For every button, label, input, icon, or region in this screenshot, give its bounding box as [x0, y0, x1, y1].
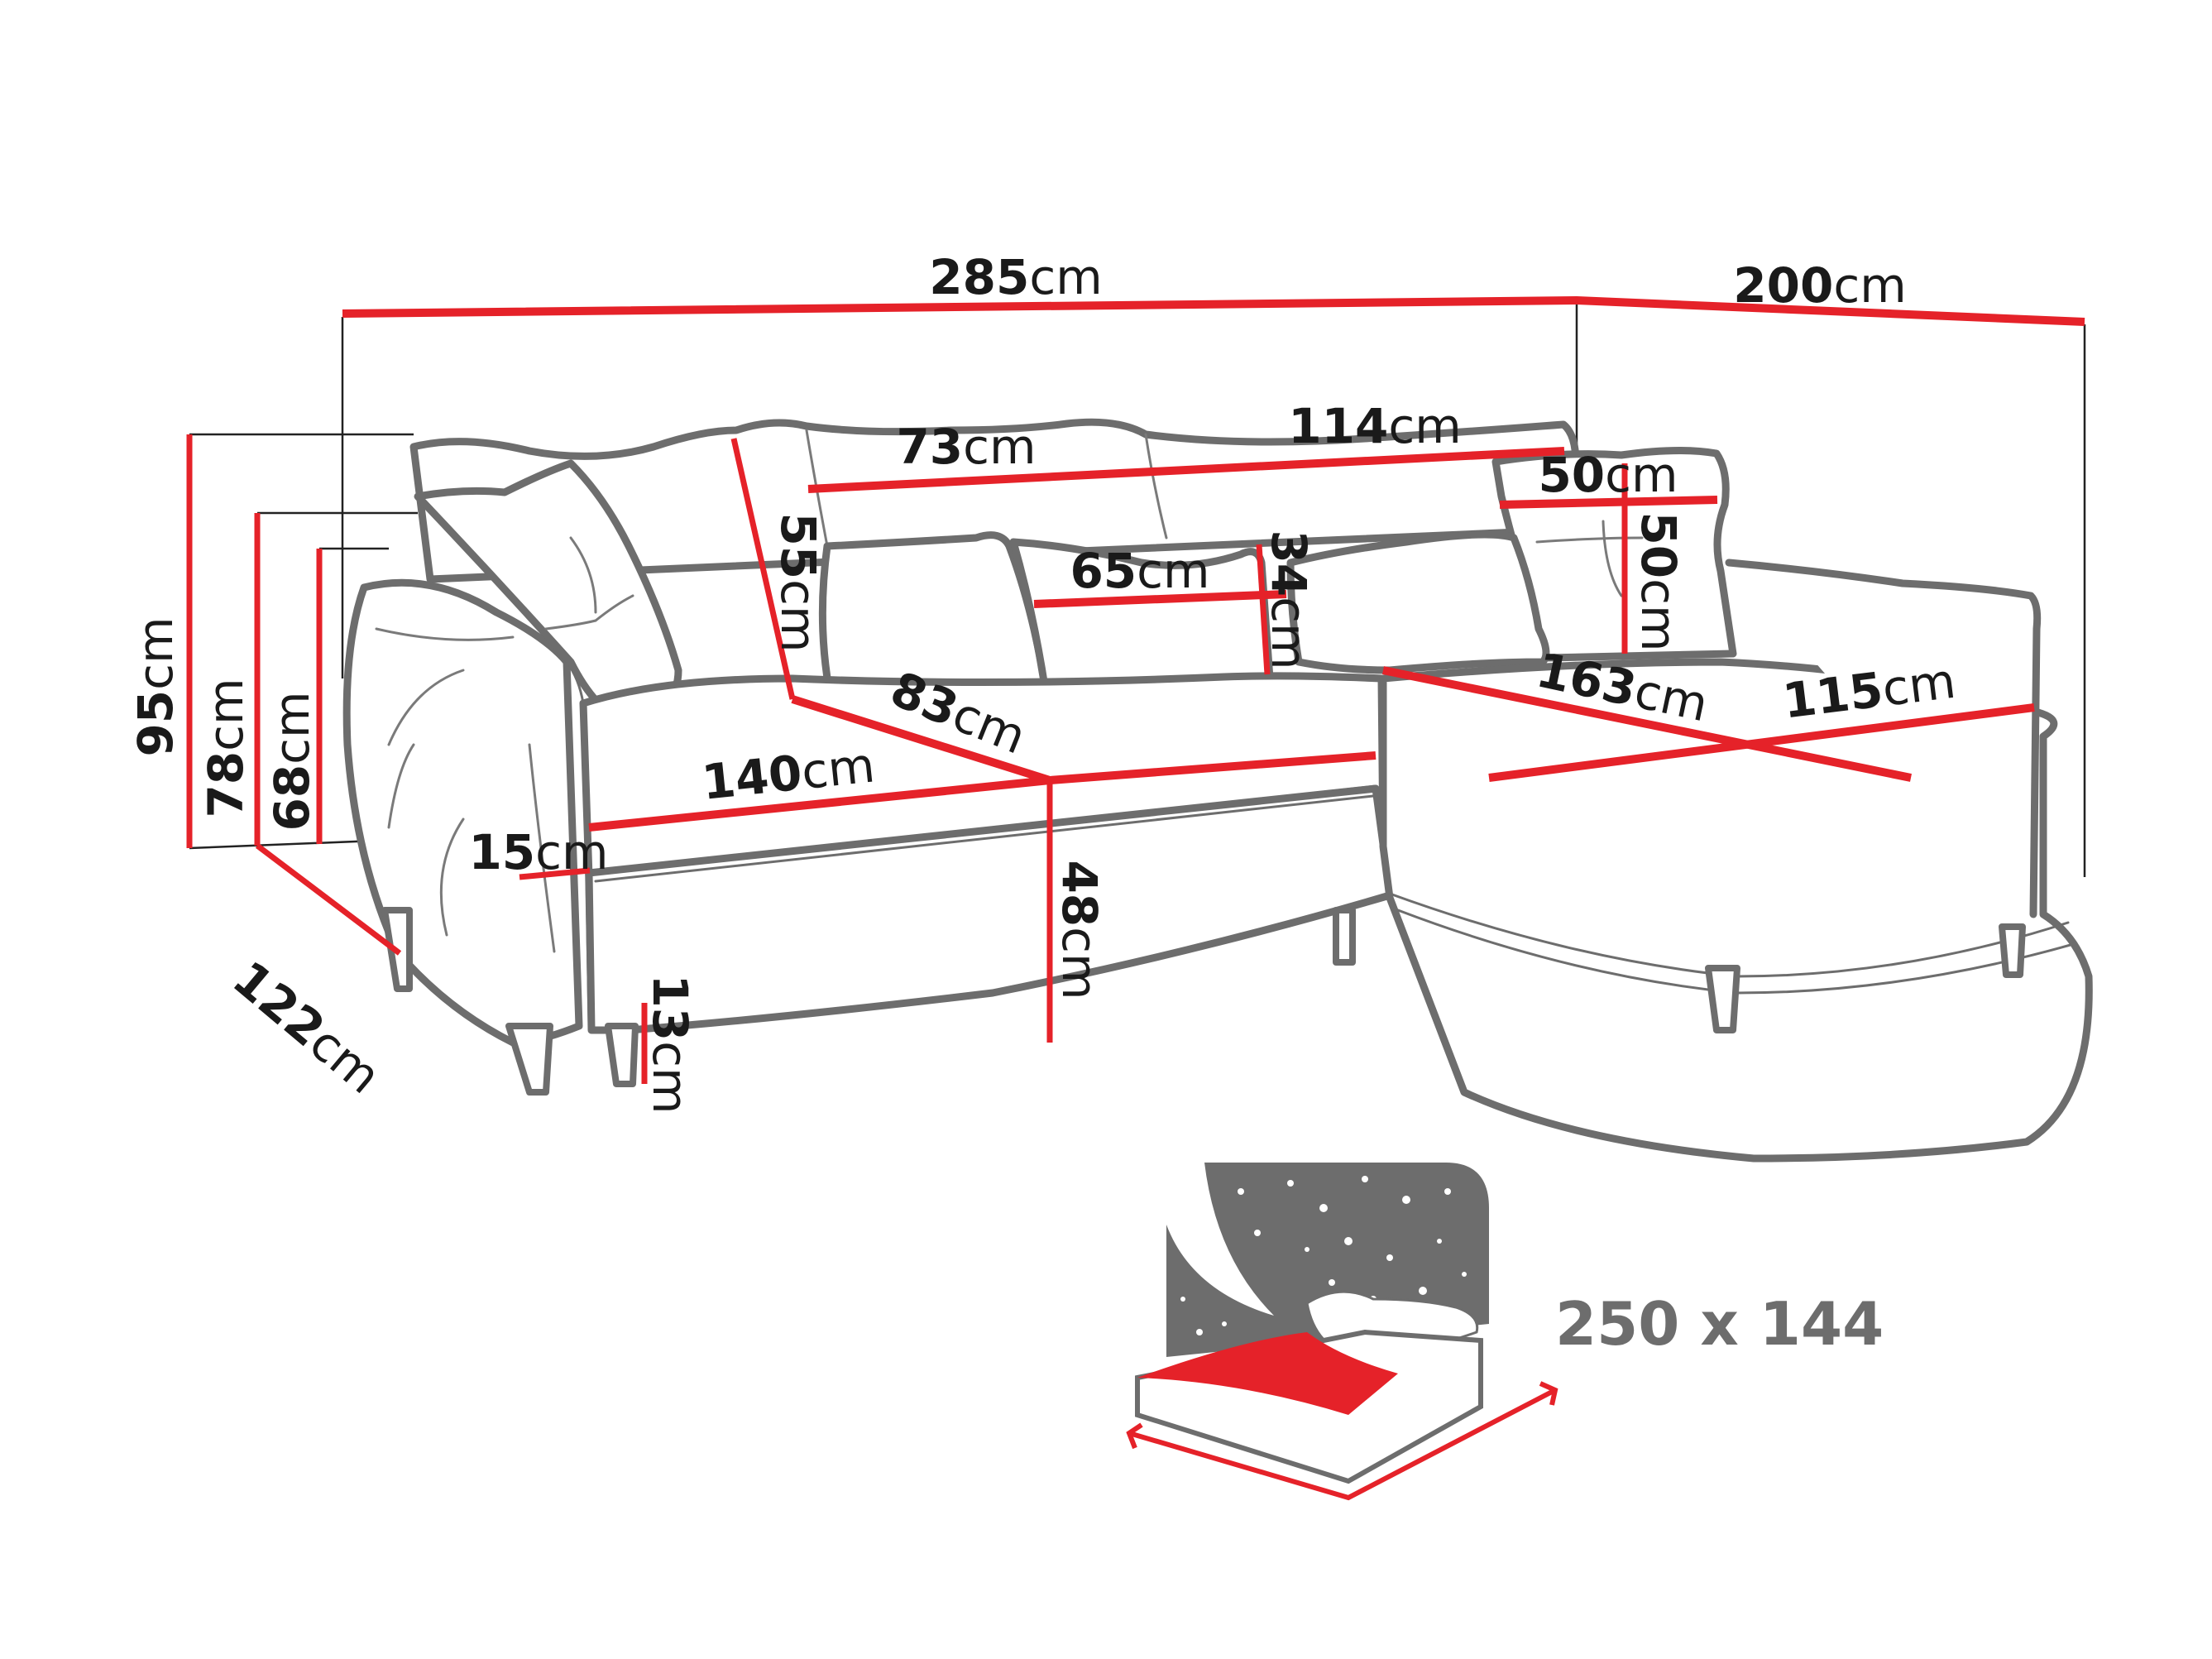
label-122: 122cm [223, 950, 391, 1105]
label-200: 200cm [1733, 257, 1906, 314]
dim-line-115 [1488, 703, 2035, 782]
label-78: 78cm [198, 678, 254, 818]
label-65: 65cm [1070, 543, 1209, 599]
sofa-legs [381, 907, 2026, 1096]
guide-lines [189, 303, 2086, 955]
dim-line-73-114 [807, 447, 1565, 493]
dimension-lines [186, 295, 2085, 1084]
label-15: 15cm [468, 824, 608, 880]
bed-with-night-sky-icon [1126, 1163, 1558, 1501]
label-114: 114cm [1288, 398, 1461, 454]
dim-line-163 [1382, 666, 1912, 782]
label-50-horizontal: 50cm [1538, 447, 1678, 503]
label-95: 95cm [127, 616, 184, 756]
dim-line-34 [1256, 544, 1271, 675]
star-icons [1180, 1176, 1467, 1335]
label-115: 115cm [1779, 653, 1958, 730]
dimension-labels: 285cm 200cm 73cm 114cm 50cm 50cm 55cm 65… [127, 249, 1959, 1115]
label-73: 73cm [896, 419, 1036, 475]
dim-line-122 [255, 843, 402, 956]
sleeping-area-label: 250 x 144 [1555, 1289, 1884, 1359]
label-140: 140cm [699, 736, 877, 811]
dim-line-65 [1033, 590, 1287, 608]
label-13: 13cm [642, 974, 698, 1114]
label-285: 285cm [929, 249, 1102, 305]
label-34: 34cm [1261, 530, 1317, 669]
label-48: 48cm [1051, 860, 1108, 1000]
dim-line-50-horizontal [1499, 496, 1718, 509]
dim-line-285-200 [342, 295, 2085, 326]
dim-line-15 [519, 867, 591, 880]
dim-line-55 [730, 438, 796, 700]
label-50-vertical: 50cm [1630, 511, 1687, 651]
label-55: 55cm [770, 512, 826, 652]
label-68: 68cm [264, 691, 320, 831]
dim-line-83 [791, 695, 1051, 784]
